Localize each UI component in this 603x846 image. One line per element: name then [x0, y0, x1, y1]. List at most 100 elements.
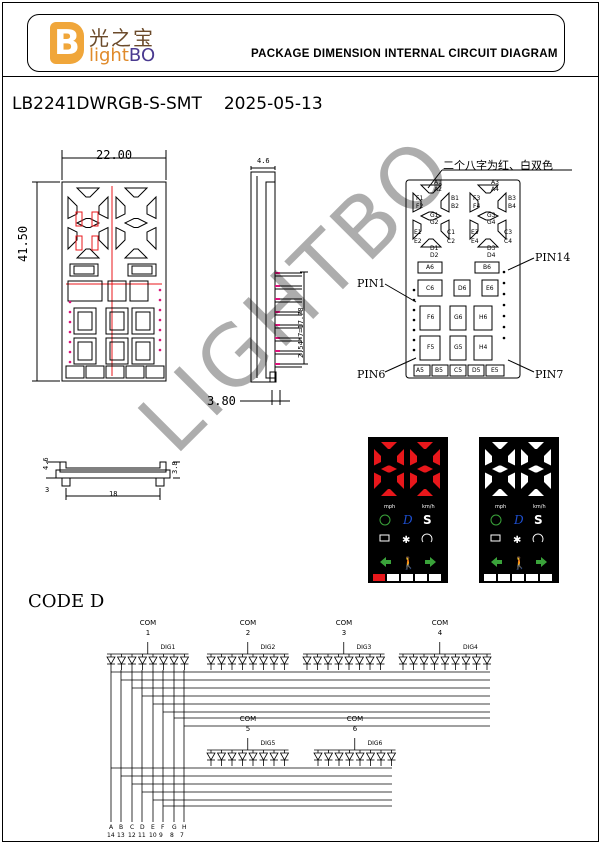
segment [417, 442, 433, 449]
label: DIG5 [260, 740, 276, 747]
label: A [109, 824, 114, 831]
segment [146, 195, 157, 220]
label: DIG6 [367, 740, 383, 747]
segment-box [474, 261, 500, 274]
label: A3 [491, 179, 499, 186]
label: G2 [430, 219, 439, 226]
red-led [91, 235, 99, 251]
indicator-bar [540, 574, 552, 581]
segment-box [453, 279, 471, 297]
label: G [172, 824, 177, 831]
pin-dot [502, 336, 506, 340]
segment [521, 472, 528, 489]
label: C2 [447, 238, 456, 245]
code-title: CODE D [28, 591, 105, 612]
segment [146, 226, 157, 251]
pin-dot [158, 338, 162, 342]
segment [381, 489, 397, 496]
pin-dot [158, 348, 162, 352]
segment-box [449, 364, 467, 377]
red-led [75, 211, 83, 227]
label: A2 [434, 186, 442, 193]
label: DIG2 [260, 644, 276, 651]
segment [397, 449, 404, 466]
segment [544, 449, 551, 466]
pin-dot [502, 270, 506, 274]
pin-dot [158, 328, 162, 332]
segment [492, 442, 508, 449]
logo: B 光之宝 lightBO [45, 18, 171, 68]
pin-dot [68, 310, 72, 314]
segment [497, 219, 507, 241]
pin1-label: PIN1 [357, 277, 386, 290]
red-led [75, 235, 83, 251]
segment-box [419, 335, 441, 361]
segment-box [481, 279, 499, 297]
segment-box [467, 364, 485, 377]
label: 14 [107, 832, 115, 839]
pin7-label: PIN7 [535, 368, 564, 381]
label: B6 [483, 264, 491, 271]
label: COM [431, 619, 449, 627]
label: B3 [508, 195, 516, 202]
pin-dot [158, 298, 162, 302]
red-led [91, 211, 99, 227]
segment [419, 238, 443, 248]
label: 9 [159, 832, 163, 839]
svg-text:🚶: 🚶 [401, 556, 416, 570]
indicator-bar [401, 574, 413, 581]
label: DIG3 [356, 644, 372, 651]
segment [75, 248, 101, 259]
segment [98, 226, 109, 251]
bottom-view [46, 461, 180, 500]
right-arrow-icon [536, 557, 547, 567]
label: C5 [454, 367, 463, 374]
header-title: PACKAGE DIMENSION INTERNAL CIRCUIT DIAGR… [251, 48, 558, 60]
label: COM [139, 619, 157, 627]
svg-text:km/h: km/h [422, 504, 435, 510]
label: H [182, 824, 187, 831]
label: E3 [471, 229, 479, 236]
segment-box [431, 364, 449, 377]
label: E1 [414, 229, 422, 236]
svg-text:🚶: 🚶 [512, 556, 527, 570]
side-a-dim: 4.6 [42, 457, 50, 470]
eco-icon [490, 514, 502, 526]
segment [544, 472, 551, 489]
segment [492, 465, 508, 473]
label: G4 [487, 219, 496, 226]
segment [381, 442, 397, 449]
pin6-label: PIN6 [357, 368, 386, 381]
label: D [140, 824, 145, 831]
svg-text:S: S [534, 513, 543, 527]
label: B1 [451, 195, 459, 202]
label: E [151, 824, 155, 831]
segment [115, 226, 126, 251]
segment [476, 184, 500, 194]
pin-dot [158, 288, 162, 292]
svg-text:D: D [402, 513, 413, 527]
label: G5 [454, 344, 463, 351]
indicator-bar [373, 574, 385, 581]
label: 10 [149, 832, 157, 839]
label: F2 [416, 203, 424, 210]
segment [492, 489, 508, 496]
segment [123, 248, 149, 259]
label: COM [239, 619, 257, 627]
side-b3-dim: 3 [45, 486, 50, 494]
pin-dot [412, 328, 416, 332]
segment [123, 187, 149, 198]
label: A6 [426, 264, 434, 271]
color-note: 二个八字为红、白双色 [443, 159, 553, 172]
height-dim: 41.50 [16, 225, 30, 262]
segment [528, 442, 544, 449]
segment [412, 219, 422, 241]
segment [412, 191, 422, 213]
pin-dot [158, 318, 162, 322]
segment [433, 449, 440, 466]
bottom-len-dim: 18 [109, 490, 118, 498]
pin-dot [68, 360, 72, 364]
segment [417, 489, 433, 496]
